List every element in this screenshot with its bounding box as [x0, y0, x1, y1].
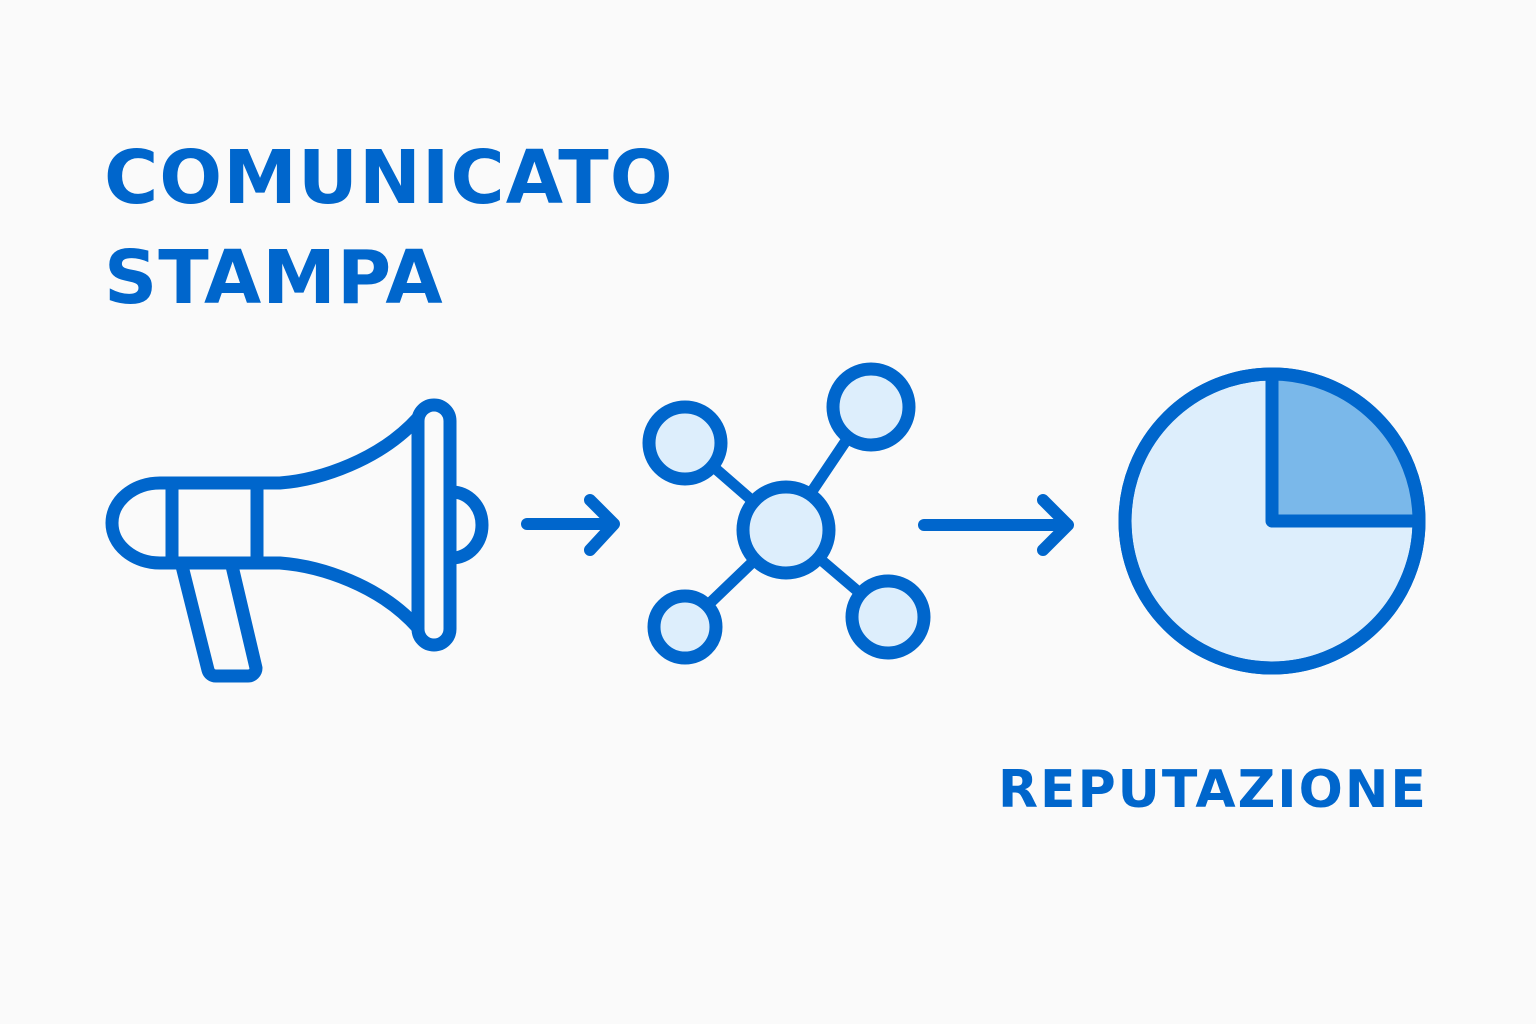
network-node-top-right: [826, 362, 916, 452]
network-node-bottom-right: [845, 574, 931, 660]
network-node-top-left: [642, 400, 728, 486]
pie-chart-icon: [1118, 367, 1426, 675]
network-node-bottom-left: [647, 589, 723, 665]
network-node-center: [736, 480, 836, 580]
arrow-right-icon: [521, 494, 620, 556]
title-line-2: STAMPA: [104, 235, 444, 321]
diagram-title: COMUNICATO STAMPA: [104, 128, 674, 328]
megaphone-icon: [105, 398, 489, 683]
arrow-right-icon: [918, 494, 1074, 556]
title-line-1: COMUNICATO: [104, 135, 674, 221]
result-label: REPUTAZIONE: [998, 760, 1428, 820]
network-icon: [642, 362, 931, 665]
